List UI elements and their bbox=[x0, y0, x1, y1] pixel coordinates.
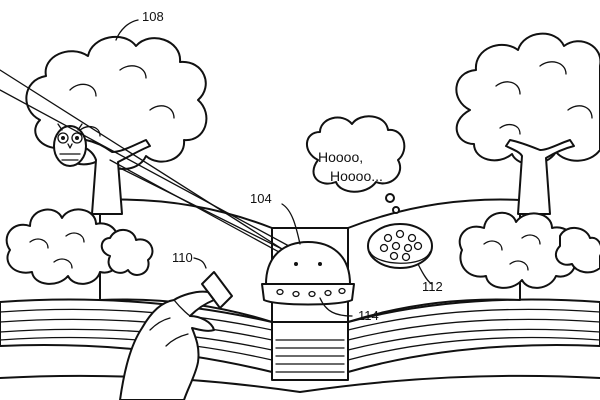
bubble-line-1: Hoooo, bbox=[318, 149, 363, 165]
owl bbox=[53, 123, 87, 167]
label-108: 108 bbox=[142, 9, 164, 24]
label-104: 104 bbox=[250, 191, 272, 206]
tree-left bbox=[5, 19, 208, 285]
hand-with-stick bbox=[119, 257, 233, 400]
label-112: 112 bbox=[422, 279, 443, 294]
disc-112 bbox=[367, 223, 433, 285]
speech-bubble: Hoooo, Hoooo... bbox=[306, 115, 406, 214]
label-114: 114 bbox=[358, 308, 379, 323]
tree-right bbox=[455, 32, 600, 289]
label-110: 110 bbox=[172, 250, 193, 265]
device-104 bbox=[261, 203, 355, 317]
light-beam bbox=[0, 69, 301, 259]
bubble-line-2: Hoooo... bbox=[330, 168, 383, 184]
